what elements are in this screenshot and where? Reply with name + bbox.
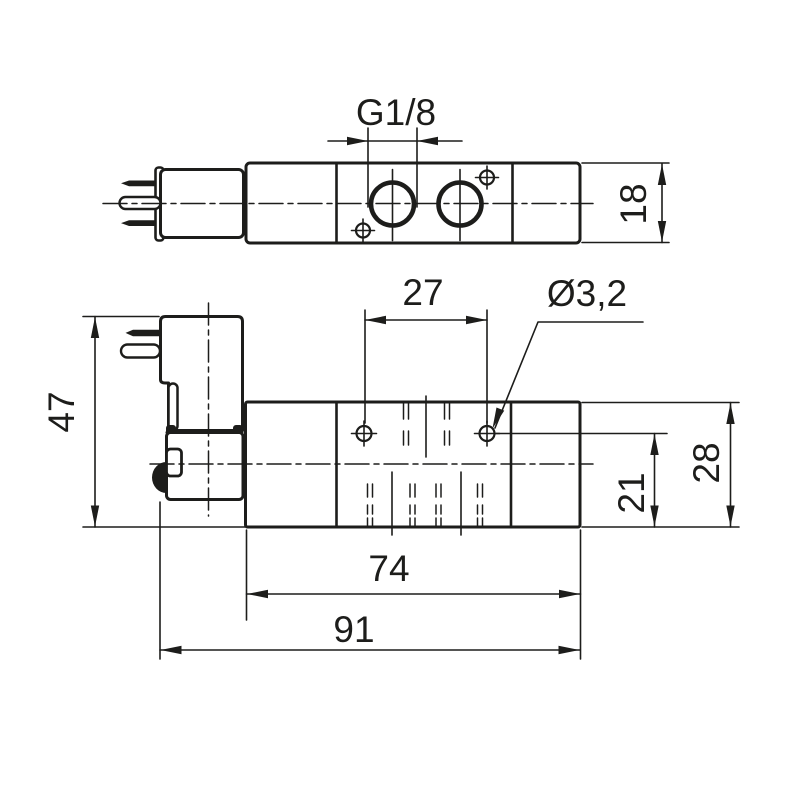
dimension-thread: G1/8 (327, 92, 463, 208)
arrowhead (90, 317, 100, 338)
top-view-mounting-holes (350, 165, 500, 244)
arrowhead (160, 645, 182, 655)
arrowhead (90, 505, 100, 527)
arrowhead (466, 315, 487, 325)
dim-label-thread: G1/8 (356, 92, 436, 133)
solenoid-side-bump (152, 462, 167, 493)
dimension-top-height: 18 (581, 162, 670, 244)
arrowhead (657, 164, 667, 185)
dim-label-port-center-height: 21 (611, 472, 652, 513)
pin-top-icon (125, 329, 160, 337)
solenoid-neck-tab (167, 382, 179, 432)
dimension-hole-spacing: 27 (364, 272, 488, 424)
leader-line (494, 321, 644, 429)
dim-label-body-length: 74 (368, 548, 409, 589)
dimension-body-length: 74 (245, 529, 582, 660)
dim-label-body-height: 28 (686, 442, 727, 483)
arrowhead (365, 315, 386, 325)
arrowhead (650, 434, 659, 455)
dim-label-top-height: 18 (613, 183, 654, 224)
pin-middle-icon (119, 343, 162, 359)
front-view-hidden-lines (366, 395, 484, 536)
dim-label-hole-spacing: 27 (402, 272, 443, 313)
dimension-port-center-height: 21 (495, 432, 668, 528)
dimension-body-height: 28 (581, 401, 740, 528)
arrowhead (726, 505, 735, 527)
arrowhead (492, 407, 505, 429)
front-view: 27 Ø3,2 21 28 (41, 272, 740, 660)
front-view-solenoid (119, 302, 245, 517)
dimension-overall-height: 47 (41, 315, 246, 528)
pin-bottom-icon (121, 220, 156, 226)
dimension-hole-diameter: Ø3,2 (492, 273, 644, 429)
arrowhead (559, 589, 580, 599)
manual-override-tab (165, 447, 183, 478)
arrowhead (650, 505, 659, 527)
arrowhead (417, 136, 438, 146)
dim-label-overall-length: 91 (333, 609, 374, 650)
dim-label-hole-diameter: Ø3,2 (547, 273, 627, 314)
arrowhead (726, 403, 735, 424)
solenoid-coil-outline (159, 315, 244, 432)
arrowhead (247, 589, 268, 599)
pin-top-icon (121, 180, 156, 187)
top-view: G1/8 18 (102, 92, 670, 245)
dimension-overall-length: 91 (159, 501, 581, 660)
arrowhead (558, 645, 580, 655)
arrowhead (347, 136, 368, 146)
front-view-mounting-holes (350, 420, 501, 447)
dim-label-overall-height: 47 (41, 391, 82, 432)
arrowhead (657, 221, 667, 242)
